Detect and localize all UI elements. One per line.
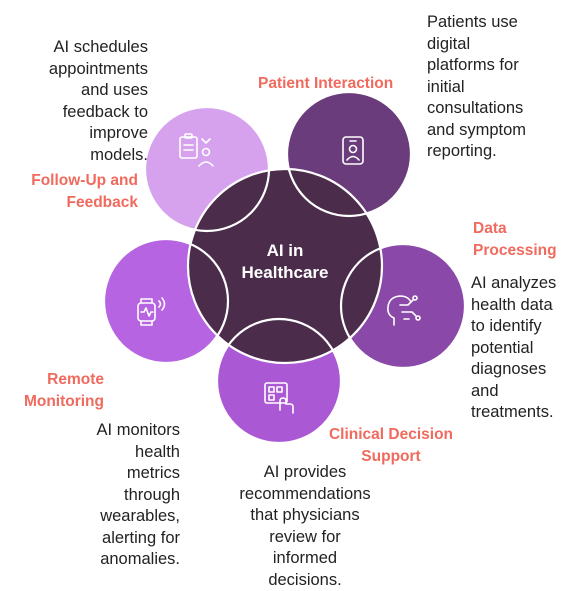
data-processing-description: AI analyzes health data to identify pote… (471, 274, 557, 421)
clinical-decision-support-label: Clinical Decision Support (321, 424, 461, 468)
clinical-decision-support-description: AI provides recommendations that physici… (239, 463, 371, 589)
center-title-line1: AI in (266, 241, 304, 260)
remote-monitoring-label-line2: Monitoring (23, 393, 104, 410)
smartwatch-icon (137, 297, 166, 326)
patient-interaction-description: Patients use digital platforms for initi… (427, 13, 527, 160)
follow-up-feedback-label: Follow-Up and Feedback (10, 170, 138, 214)
data-processing-label: Data Processing (473, 218, 557, 262)
data-processing-label-line2: Processing (473, 242, 557, 259)
clipboard-user-icon (179, 133, 214, 167)
patient-interaction-label: Patient Interaction (258, 75, 394, 92)
remote-monitoring-description: AI monitors health metrics through weara… (96, 421, 180, 568)
follow-up-feedback-label-line1: Follow-Up and (31, 172, 138, 189)
data-processing-label-line1: Data (473, 220, 507, 237)
center-circle (188, 169, 382, 363)
remote-monitoring-label: Remote Monitoring (20, 369, 104, 413)
remote-monitoring-label-line1: Remote (47, 371, 104, 388)
follow-up-feedback-description: AI schedules appointments and uses feedb… (48, 38, 148, 164)
clinical-decision-support-label-line1: Clinical Decision (328, 426, 454, 443)
touch-screen-icon (264, 382, 294, 414)
center-title-line2: Healthcare (241, 263, 329, 282)
patient-id-card-icon (342, 136, 364, 165)
clinical-decision-support-label-line2: Support (361, 448, 421, 465)
follow-up-feedback-label-line2: Feedback (66, 194, 138, 211)
center-title: AI in Healthcare (215, 240, 355, 284)
brain-circuit-icon (387, 295, 421, 326)
